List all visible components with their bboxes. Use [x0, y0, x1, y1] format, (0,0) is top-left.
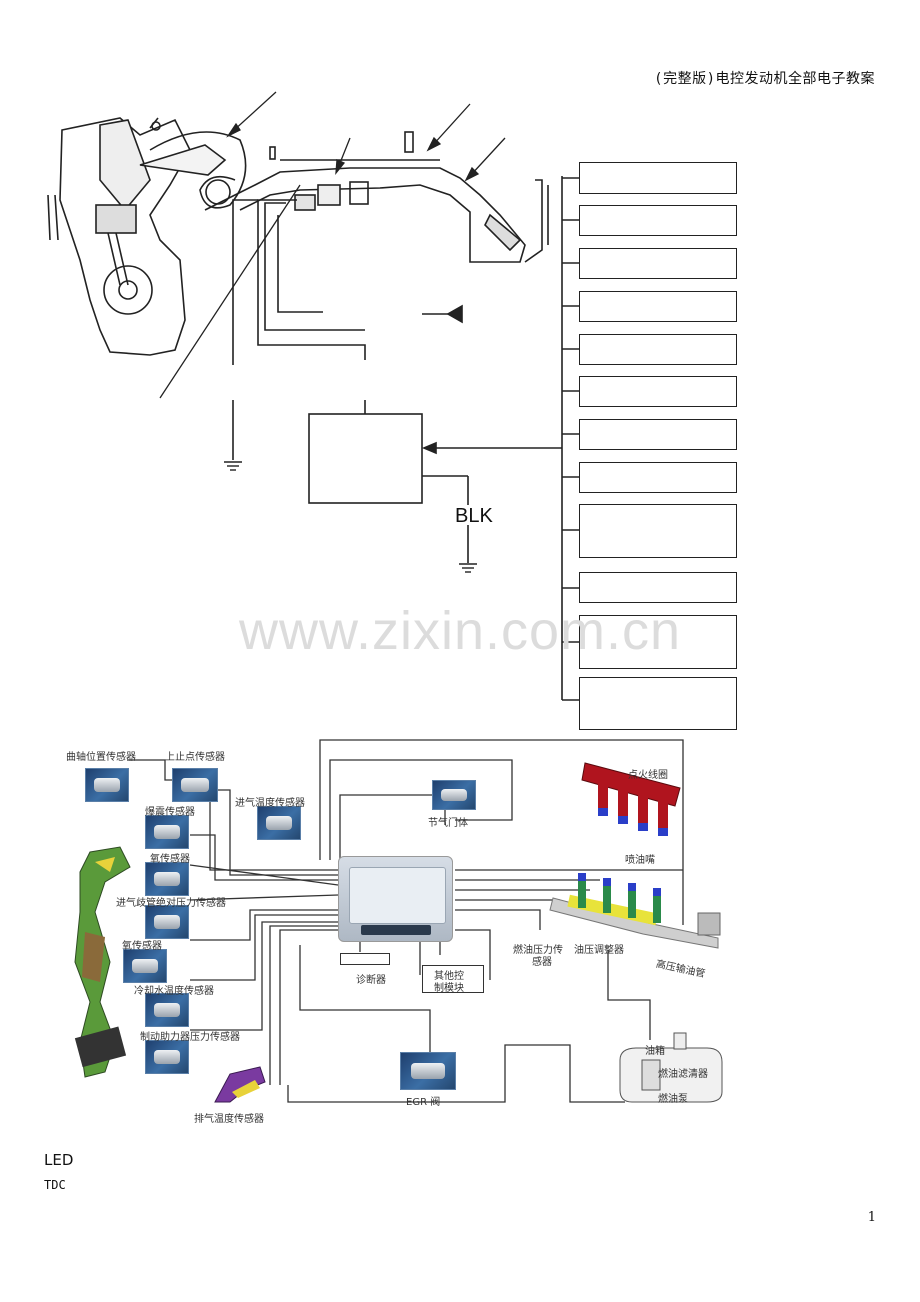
- bus-branches: [562, 177, 579, 701]
- knock-sensor-image: [145, 815, 189, 849]
- intake-temp-sensor-image: [257, 806, 301, 840]
- brake-booster-sensor-label: 制动助力器压力传感器: [140, 1032, 240, 1043]
- watermark: www.zixin.com.cn: [238, 601, 682, 661]
- knock-sensor-label: 爆震传感器: [145, 807, 195, 818]
- ground-symbols: [224, 461, 477, 573]
- label-box-2: [579, 205, 737, 236]
- brake-booster-sensor-image: [145, 1040, 189, 1074]
- fuel-pressure-sensor-label-2: 感器: [532, 957, 552, 968]
- diagnostic-label: 诊断器: [356, 975, 386, 986]
- egr-valve-image: [400, 1052, 456, 1090]
- throttle-body-image: [432, 780, 476, 810]
- oxygen-sensor-2-label: 氧传感器: [122, 941, 162, 952]
- wiring: [232, 176, 563, 700]
- tdc-sensor-image: [172, 768, 218, 802]
- fuel-regulator-label: 油压调整器: [574, 945, 624, 956]
- exhaust-temp-sensor-illustration: [214, 1066, 266, 1103]
- other-module-box: [422, 965, 484, 993]
- crank-sensor-label: 曲轴位置传感器: [66, 752, 136, 763]
- throttle-body-label: 节气门体: [428, 818, 468, 829]
- exhaust-temp-sensor-label: 排气温度传感器: [194, 1114, 264, 1125]
- fuel-pump-label: 燃油泵: [658, 1094, 688, 1105]
- label-box-5: [579, 334, 737, 365]
- label-box-8: [579, 462, 737, 493]
- other-module-label-1: 其他控: [434, 971, 464, 982]
- ground-wire-label: BLK: [455, 505, 493, 527]
- egr-valve-label: EGR 阀: [406, 1097, 441, 1108]
- engine-illustration: [47, 117, 227, 356]
- ecu-control-unit: [338, 856, 453, 942]
- crank-sensor-image: [85, 768, 129, 802]
- fuel-tank-illustration: [619, 1032, 723, 1103]
- oxygen-sensor-1-label: 氧传感器: [150, 854, 190, 865]
- diagnostic-connector: [340, 953, 390, 965]
- ecu-system-diagram: [128, 739, 684, 1103]
- label-box-6: [579, 376, 737, 407]
- label-box-3: [579, 248, 737, 279]
- ignition-coil-illustration: [581, 762, 681, 836]
- exhaust-manifold-illustration: [74, 846, 131, 1078]
- injector-label: 喷油嘴: [625, 855, 655, 866]
- fuel-filter-label: 燃油滤清器: [658, 1069, 708, 1080]
- tdc-text: TDC: [44, 1178, 66, 1192]
- engine-circuit-diagram: [47, 91, 579, 701]
- label-box-12: [579, 677, 737, 730]
- fuel-rail-illustration: [549, 873, 721, 949]
- fuel-pressure-sensor-label-1: 燃油压力传: [513, 945, 563, 956]
- callout-arrows: [159, 91, 506, 399]
- coolant-temp-sensor-label: 冷却水温度传感器: [134, 986, 214, 997]
- page-number: 1: [867, 1210, 876, 1225]
- document-header-title: (完整版)电控发动机全部电子教案: [654, 71, 875, 87]
- label-box-9: [579, 504, 737, 558]
- fuel-tank-label: 油箱: [645, 1046, 665, 1057]
- label-box-10: [579, 572, 737, 603]
- map-sensor-label: 进气歧管绝对压力传感器: [116, 898, 226, 909]
- map-sensor-image: [145, 905, 189, 939]
- led-text: LED: [44, 1151, 74, 1169]
- oxygen-sensor-2-image: [123, 949, 167, 983]
- label-box-11: [579, 615, 737, 669]
- label-box-7: [579, 419, 737, 450]
- coolant-temp-sensor-image: [145, 993, 189, 1027]
- ignition-coil-label: 点火线圈: [628, 770, 668, 781]
- intake-temp-sensor-label: 进气温度传感器: [235, 798, 305, 809]
- label-box-4: [579, 291, 737, 322]
- other-module-label-2: 制模块: [434, 983, 464, 994]
- tdc-sensor-label: 上止点传感器: [165, 752, 225, 763]
- oxygen-sensor-1-image: [145, 862, 189, 896]
- label-box-1: [579, 162, 737, 194]
- ecu-wiring: [128, 739, 684, 1103]
